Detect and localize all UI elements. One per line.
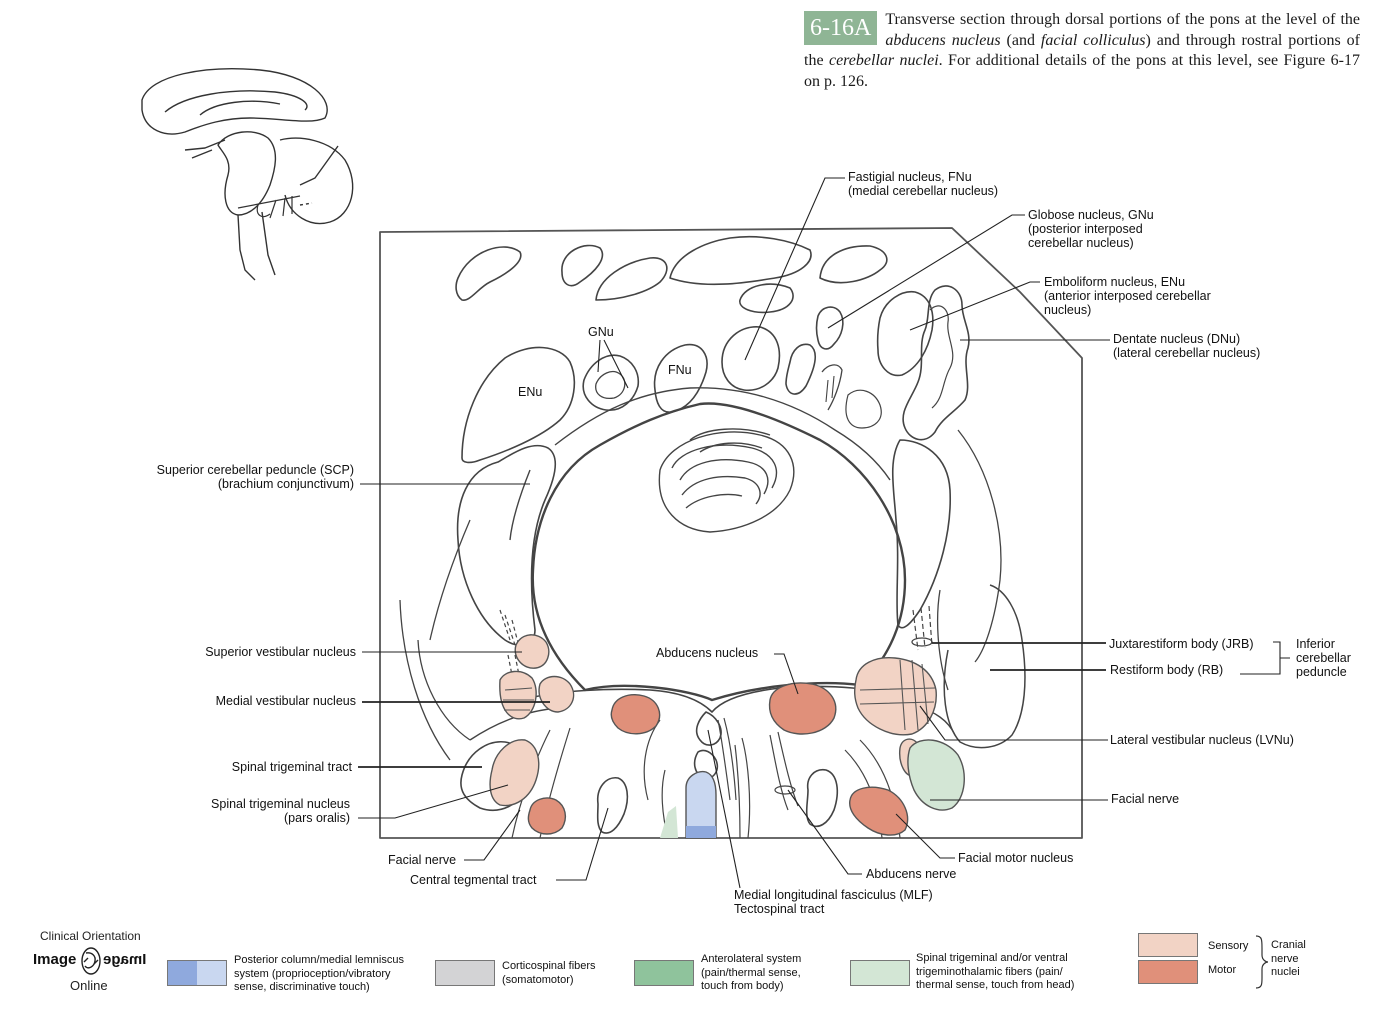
legend-label-sensory: Sensory: [1208, 940, 1249, 952]
logo-online: Online: [70, 978, 108, 993]
label-restiform-body: Restiform body (RB): [1110, 663, 1224, 677]
globose-nucleus: [582, 354, 640, 411]
label-superior-vestibular-nucleus: Superior vestibular nucleus: [205, 645, 356, 659]
nodulus-folia: [658, 428, 795, 533]
lateral-vestibular-nucleus-shape: [853, 657, 937, 736]
label-spinal-trigeminal-nucleus: Spinal trigeminal nucleus (pars oralis): [211, 797, 350, 825]
label-fastigial-nucleus: Fastigial nucleus, FNu (medial cerebella…: [848, 170, 999, 198]
label-spinal-trigeminal-tract: Spinal trigeminal tract: [231, 760, 352, 774]
legend-swatch-corticospinal: [435, 960, 495, 986]
medial-vestibular-nucleus-shape: [538, 675, 575, 713]
label-abducens-nerve: Abducens nerve: [866, 867, 957, 881]
legend-swatch-medial-lemniscus: [167, 960, 227, 986]
label-facial-nerve-right: Facial nerve: [1111, 792, 1180, 806]
label-emboliform-nucleus: Emboliform nucleus, ENu (anterior interp…: [1044, 275, 1211, 317]
legend-label-cranial-nerve-nuclei: Cranial nerve nuclei: [1271, 939, 1306, 978]
legend-label-spinal-trigeminal: Spinal trigeminal and/or ventral trigemi…: [916, 952, 1075, 991]
label-juxtarestiform-body: Juxtarestiform body (JRB): [1109, 637, 1254, 651]
label-lateral-vestibular-nucleus: Lateral vestibular nucleus (LVNu): [1110, 733, 1294, 747]
legend-label-motor: Motor: [1208, 964, 1237, 976]
label-enu-inside: ENu: [518, 385, 543, 399]
facial-motor-nucleus-left: [527, 797, 567, 835]
legend-label-anterolateral: Anterolateral system (pain/thermal sense…: [701, 953, 802, 992]
logo-image-right-mirrored: Image: [103, 951, 147, 968]
orientation-brain-sketch: [141, 68, 354, 281]
logo-icon: [81, 947, 101, 975]
label-dentate-nucleus: Dentate nucleus (DNu) (lateral cerebella…: [1113, 332, 1261, 360]
label-inferior-cerebellar-peduncle: Inferior cerebellar peduncle: [1296, 637, 1351, 679]
spinal-trigeminal-nucleus-shape: [489, 739, 540, 807]
logo-clinical-orientation: Clinical Orientation: [40, 929, 141, 943]
restiform-body: [937, 589, 949, 691]
facial-motor-nucleus-right: [849, 786, 909, 836]
legend-brace: [1255, 935, 1269, 989]
medial-lemniscus: [685, 770, 717, 839]
abducens-nucleus-left: [610, 694, 661, 735]
label-facial-motor-nucleus: Facial motor nucleus: [958, 851, 1074, 865]
fastigial-nucleus: [653, 343, 708, 413]
label-abducens-nucleus: Abducens nucleus: [656, 646, 759, 660]
superior-vestibular-nucleus-shape: [514, 634, 550, 669]
abducens-nucleus-right: [768, 682, 837, 735]
label-facial-nerve-left: Facial nerve: [388, 853, 457, 867]
legend-swatch-sensory: [1138, 933, 1198, 957]
legend-swatch-spinal-trigeminal: [850, 960, 910, 986]
dentate-nucleus: [902, 285, 970, 441]
section-outline: [379, 227, 1083, 839]
label-superior-cerebellar-peduncle: Superior cerebellar peduncle (SCP) (brac…: [156, 463, 354, 491]
figure-number: 6-16A: [804, 11, 878, 45]
anterolateral-left: [660, 806, 678, 838]
legend-label-medial-lemniscus: Posterior column/medial lemniscus system…: [234, 954, 404, 993]
figure-caption: 6-16A Transverse section through dorsal …: [804, 11, 1361, 90]
spinal-trigeminal-fibers-right: [907, 739, 965, 811]
label-medial-vestibular-nucleus: Medial vestibular nucleus: [215, 694, 356, 708]
label-globose-nucleus: Globose nucleus, GNu (posterior interpos…: [1028, 208, 1154, 250]
label-mlf-tectospinal: Medial longitudinal fasciculus (MLF) Tec…: [734, 888, 933, 916]
label-central-tegmental-tract: Central tegmental tract: [410, 873, 537, 887]
label-fnu-inside: FNu: [668, 363, 692, 377]
legend-swatch-anterolateral: [634, 960, 694, 986]
legend-swatch-motor: [1138, 960, 1198, 984]
label-gnu-inside: GNu: [588, 325, 614, 339]
emboliform-nucleus: [461, 346, 576, 464]
logo-image-left: Image: [33, 951, 77, 968]
legend-label-corticospinal: Corticospinal fibers (somatomotor): [502, 960, 596, 986]
left-vestibular-complex: [499, 670, 537, 720]
medial-lemniscus-lower: [686, 826, 716, 838]
